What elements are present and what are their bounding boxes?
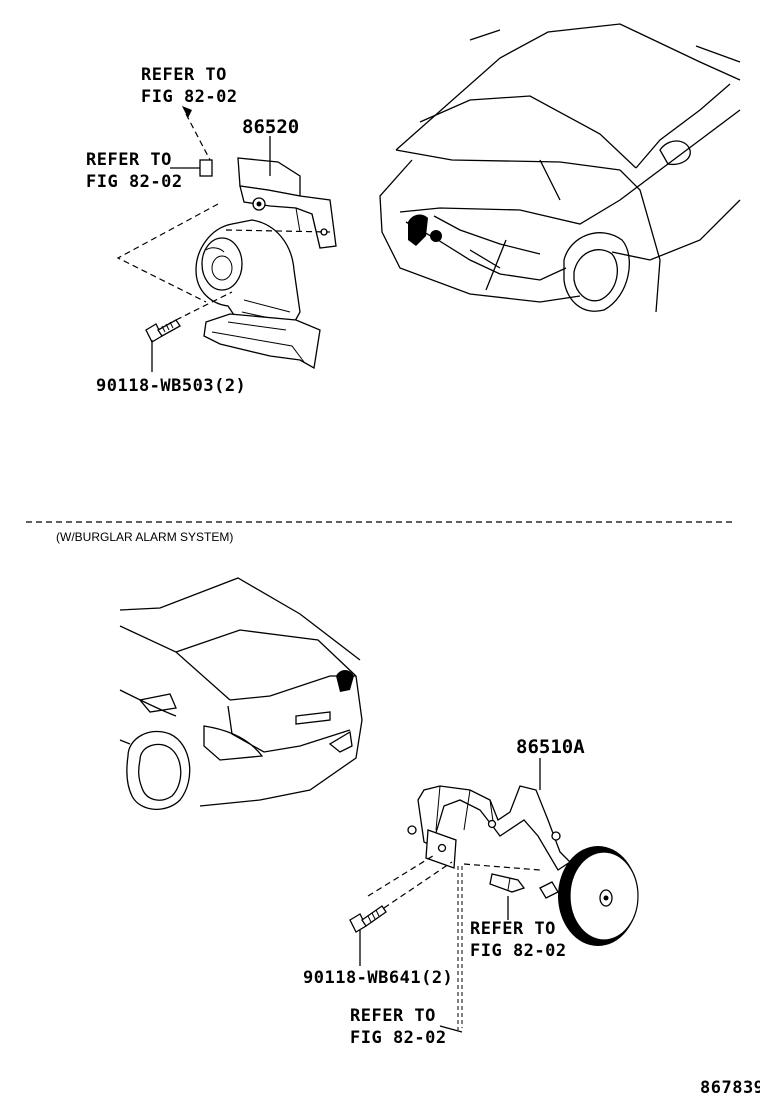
refer-d-line2: FIG 82-02 — [350, 1028, 447, 1048]
horn-assembly-illustration — [145, 157, 337, 370]
rear-car-illustration — [119, 577, 363, 810]
part-number-bolt-top: 90118-WB503(2) — [96, 376, 246, 396]
refer-a-line2: FIG 82-02 — [141, 87, 238, 107]
horn-leader-lines — [116, 106, 331, 372]
diagram-id: 867839 — [700, 1078, 760, 1098]
part-number-siren: 86510A — [516, 736, 585, 758]
refer-c-line1: REFER TO — [470, 919, 556, 939]
part-number-bolt-bottom: 90118-WB641(2) — [303, 968, 453, 988]
front-car-illustration — [379, 23, 741, 313]
siren-assembly-illustration — [349, 785, 639, 946]
refer-a-line1: REFER TO — [141, 65, 227, 85]
refer-d-line1: REFER TO — [350, 1006, 436, 1026]
refer-b-line2: FIG 82-02 — [86, 172, 183, 192]
refer-c-line2: FIG 82-02 — [470, 941, 567, 961]
part-number-horn: 86520 — [242, 116, 299, 138]
section-note: (W/BURGLAR ALARM SYSTEM) — [56, 530, 233, 544]
siren-leader-lines — [359, 758, 541, 1033]
refer-b-line1: REFER TO — [86, 150, 172, 170]
